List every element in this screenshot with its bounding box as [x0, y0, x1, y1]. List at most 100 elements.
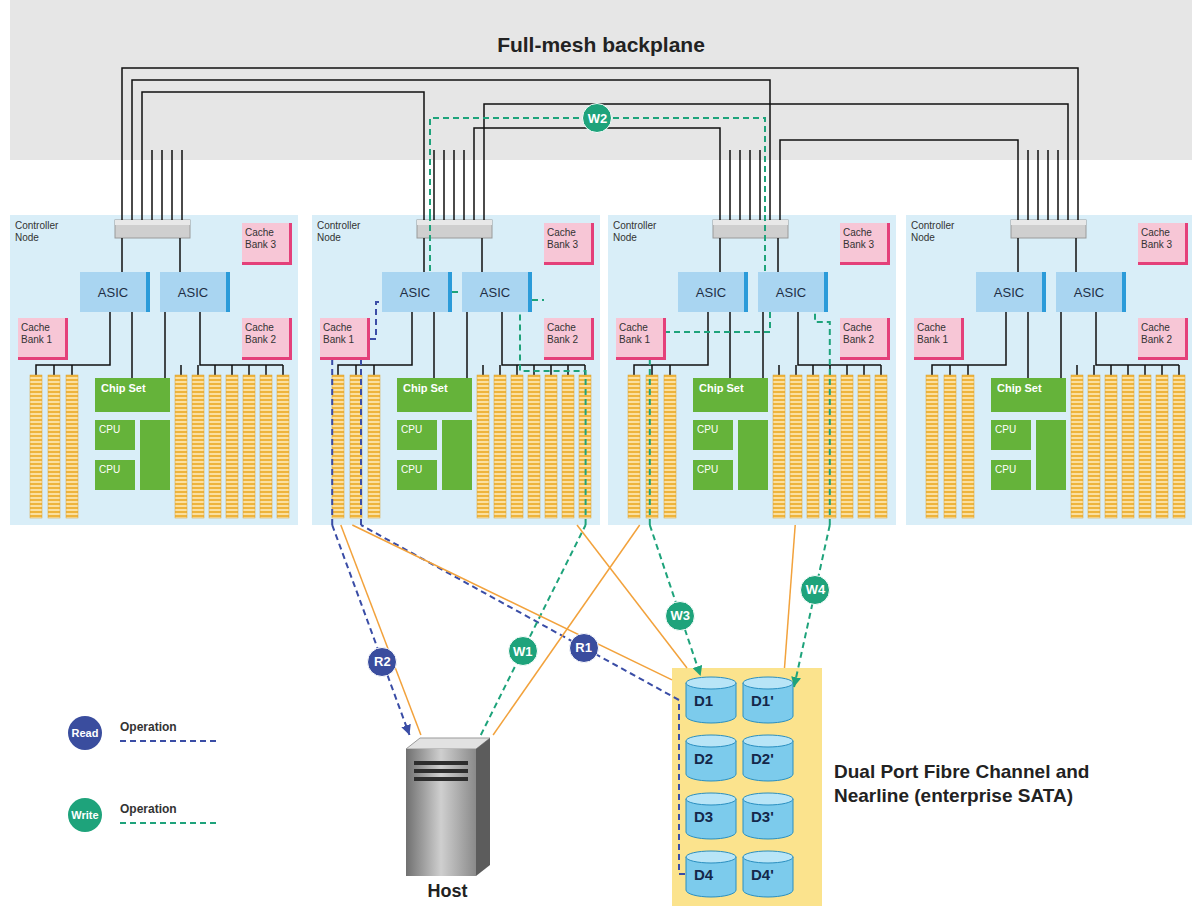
node-label: CPU [995, 424, 1027, 435]
callout-number: R2 [367, 647, 397, 677]
cache-bank: Cache Bank 3 [544, 223, 594, 265]
node-label: Cache Bank 3 [245, 227, 286, 251]
node-label: ASIC [480, 285, 510, 300]
cache-bank: Cache Bank 2 [1138, 318, 1188, 360]
node-label: Controller Node [15, 220, 77, 244]
disk-drive: D1 [685, 676, 737, 724]
node-label: D4' [751, 866, 803, 884]
node-label: CPU [995, 464, 1027, 475]
cpu-chip: CPU [693, 420, 733, 450]
node-label: Chip Set [997, 382, 1060, 394]
disk-drive: D2 [685, 734, 737, 782]
asic-chip: ASIC [678, 272, 748, 312]
cache-bank: Cache Bank 1 [914, 318, 964, 360]
backplane-stub [152, 150, 1058, 220]
read-operation-path [361, 525, 685, 874]
asic-chip: ASIC [160, 272, 230, 312]
node-label: Controller Node [317, 220, 379, 244]
disk-drive: D4 [685, 850, 737, 898]
node-label: Full-mesh backplane [10, 33, 1192, 57]
asic-chip: ASIC [382, 272, 452, 312]
cpu-chip: CPU [397, 460, 437, 490]
chip-set: Chip Set [693, 378, 768, 412]
callout-number: W3 [665, 601, 695, 631]
callout-number: W1 [508, 636, 538, 666]
disk-drive: D3 [685, 792, 737, 840]
node-label: ASIC [98, 285, 128, 300]
node-label: Cache Bank 3 [843, 227, 884, 251]
server-icon [400, 735, 495, 877]
node-label: D4 [694, 866, 746, 884]
node-label: CPU [401, 424, 433, 435]
node-label: ASIC [1074, 285, 1104, 300]
controller-hardware [30, 220, 289, 518]
controller-hardware [628, 220, 887, 518]
legend-item: Operation [120, 720, 216, 744]
node-label: D2' [751, 750, 803, 768]
node-label: Cache Bank 1 [21, 322, 62, 346]
cache-bank: Cache Bank 1 [18, 318, 68, 360]
chip-set: Chip Set [95, 378, 170, 412]
chip-set: Chip Set [991, 378, 1066, 412]
node-label: CPU [697, 464, 729, 475]
host-server: Host [400, 735, 495, 903]
cache-bank: Cache Bank 1 [616, 318, 666, 360]
write-path [430, 215, 830, 525]
callout-number: R1 [569, 633, 599, 663]
node-label: ASIC [994, 285, 1024, 300]
node-label: ASIC [776, 285, 806, 300]
cpu-chip: CPU [397, 420, 437, 450]
cache-bank: Cache Bank 3 [242, 223, 292, 265]
node-label: Controller Node [911, 220, 973, 244]
node-label: Read [72, 727, 99, 739]
cache-bank: Cache Bank 3 [840, 223, 890, 265]
node-label: CPU [401, 464, 433, 475]
disk-enclosure: Dual Port Fibre Channel and Nearline (en… [672, 668, 822, 906]
disk-drive: D4' [742, 850, 794, 898]
backplane-wire [122, 68, 1078, 220]
controller-hardware [926, 220, 1185, 518]
disk-drive: D2' [742, 734, 794, 782]
node-label: Cache Bank 2 [547, 322, 588, 346]
node-label: D1 [694, 692, 746, 710]
write-operation-path [794, 525, 830, 687]
asic-chip: ASIC [462, 272, 532, 312]
legend-sample [120, 738, 216, 744]
node-label: ASIC [696, 285, 726, 300]
cache-bank: Cache Bank 1 [320, 318, 370, 360]
node-label: D3 [694, 808, 746, 826]
node-label: ASIC [400, 285, 430, 300]
legend-callout: Read [68, 716, 102, 750]
cache-bank: Cache Bank 2 [840, 318, 890, 360]
node-label: Host [400, 881, 495, 902]
node-label: CPU [697, 424, 729, 435]
node-label: D1' [751, 692, 803, 710]
node-label: Cache Bank 1 [917, 322, 958, 346]
node-label: Cache Bank 3 [1141, 227, 1182, 251]
node-label: Chip Set [101, 382, 164, 394]
node-label: Cache Bank 2 [245, 322, 286, 346]
node-label: Chip Set [403, 382, 466, 394]
legend-callout: Write [68, 798, 102, 832]
node-label: Cache Bank 3 [547, 227, 588, 251]
read-path [332, 302, 382, 525]
read-operation-path [332, 525, 409, 735]
cache-bank: Cache Bank 3 [1138, 223, 1188, 265]
fibre-cable [493, 525, 640, 735]
node-label: Cache Bank 1 [619, 322, 660, 346]
node-label: Write [71, 809, 98, 821]
node-label: Cache Bank 1 [323, 322, 364, 346]
node-label: ASIC [178, 285, 208, 300]
fibre-cable [785, 525, 796, 668]
legend-label: Operation [120, 720, 216, 734]
callout-number: W4 [800, 575, 830, 605]
legend-sample [120, 820, 216, 826]
disk-drive: D1' [742, 676, 794, 724]
asic-chip: ASIC [758, 272, 828, 312]
node-label: Chip Set [699, 382, 762, 394]
fibre-cable [341, 525, 421, 735]
cpu-chip: CPU [991, 460, 1031, 490]
asic-chip: ASIC [976, 272, 1046, 312]
node-label: Cache Bank 2 [1141, 322, 1182, 346]
